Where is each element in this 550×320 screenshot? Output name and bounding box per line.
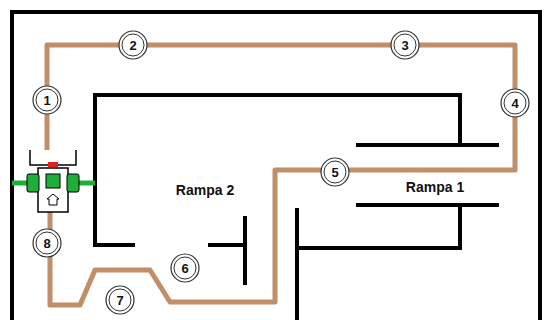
callout-circle xyxy=(33,229,61,257)
callout-number: 7 xyxy=(116,294,123,307)
callout-ring xyxy=(109,289,131,311)
callout-ring xyxy=(36,232,58,254)
callout-circle xyxy=(106,286,134,314)
callout-ring xyxy=(106,286,134,314)
inner-wall xyxy=(295,210,299,320)
robot xyxy=(12,150,95,212)
callout-circle xyxy=(501,89,529,117)
sensor xyxy=(48,162,58,167)
callout-number: 5 xyxy=(331,166,338,179)
robot-route xyxy=(47,45,515,305)
callout-circle xyxy=(321,158,349,186)
arena-walls xyxy=(12,12,540,320)
ramp-wall xyxy=(243,218,247,283)
callout-ring xyxy=(174,257,196,279)
callout-number: 6 xyxy=(181,262,188,275)
ramp-label: Rampa 2 xyxy=(174,183,236,197)
callout-number: 3 xyxy=(401,39,408,52)
callout-ring xyxy=(394,34,416,56)
callout-rings xyxy=(33,31,529,314)
ramp-label: Rampa 1 xyxy=(404,180,466,194)
callout-ring xyxy=(36,89,58,111)
callout-ring xyxy=(321,158,349,186)
callout-ring xyxy=(391,31,419,59)
ramp-wall xyxy=(358,143,497,147)
callout-number: 2 xyxy=(129,39,136,52)
robot-body xyxy=(38,168,68,212)
callout-circle xyxy=(391,31,419,59)
callout-circle xyxy=(119,31,147,59)
direction-arrow xyxy=(47,194,59,205)
wheel xyxy=(27,174,39,192)
robot-brick xyxy=(46,174,60,188)
ramp-wall xyxy=(210,243,245,247)
callout-ring xyxy=(33,86,61,114)
callout-ring xyxy=(324,161,346,183)
wheel xyxy=(67,174,79,192)
callout-ring xyxy=(171,254,199,282)
ramp-wall xyxy=(358,203,497,207)
callout-ring xyxy=(33,229,61,257)
callout-circle xyxy=(33,86,61,114)
callout-ring xyxy=(501,89,529,117)
callout-number: 4 xyxy=(511,97,518,110)
callout-number: 1 xyxy=(43,94,50,107)
callout-circle xyxy=(171,254,199,282)
callout-ring xyxy=(504,92,526,114)
callout-number: 8 xyxy=(43,237,50,250)
callout-ring xyxy=(122,34,144,56)
callout-ring xyxy=(119,31,147,59)
outer-wall xyxy=(12,12,540,320)
inner-wall xyxy=(297,205,460,248)
